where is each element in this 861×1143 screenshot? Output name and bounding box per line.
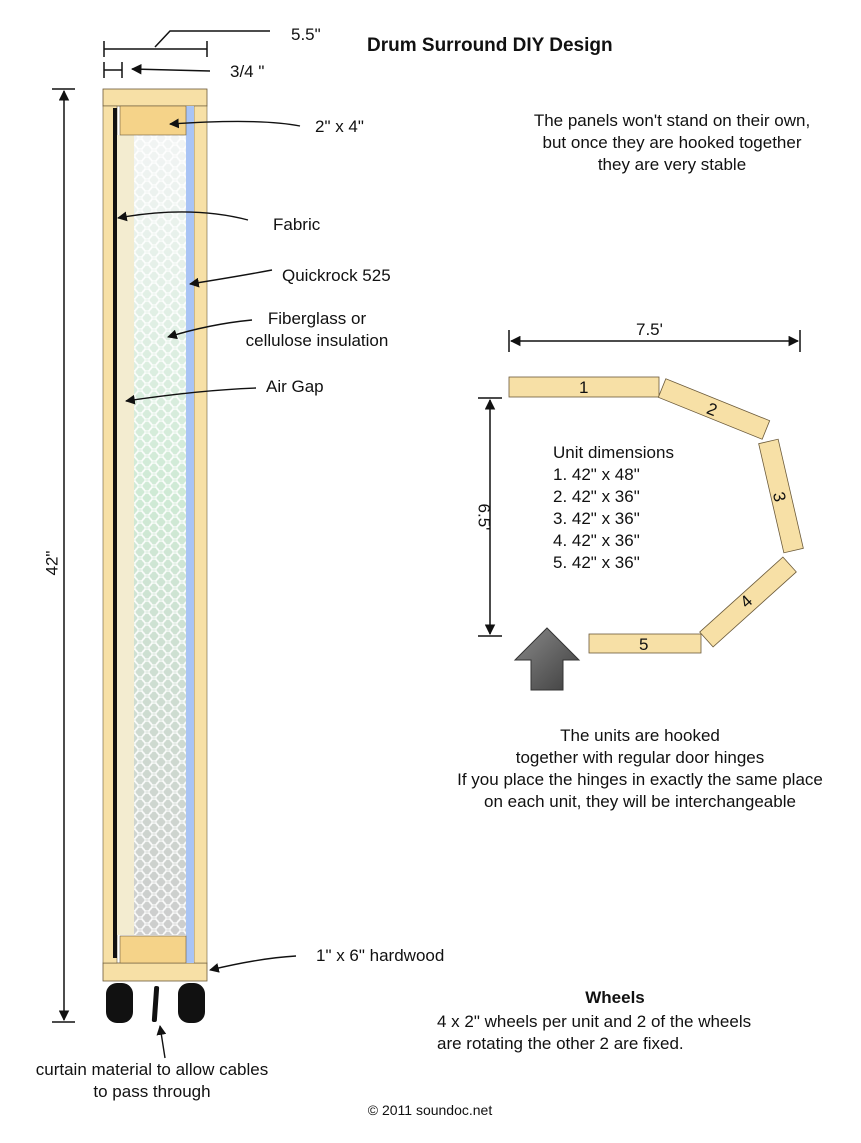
layout-width-label: 7.5'	[636, 320, 663, 339]
fabric-label: Fabric	[273, 215, 321, 234]
quickrock-layer	[186, 106, 194, 963]
hinges-note: The units are hooked together with regul…	[457, 726, 823, 811]
height-dimension	[52, 88, 75, 1023]
panel-number-5: 5	[639, 635, 649, 654]
wheel-left	[106, 983, 133, 1023]
unit-dimension-item: 1. 42" x 48"	[553, 465, 640, 484]
panel-number-1: 1	[579, 378, 589, 397]
fabric-leader	[117, 211, 249, 222]
bottom-stud	[119, 935, 187, 964]
air-gap-leader	[125, 387, 257, 405]
insulation-texture	[134, 135, 186, 935]
bottom-hardwood-board	[102, 962, 208, 982]
curtain-leader	[156, 1025, 167, 1059]
stud-leader	[169, 118, 301, 129]
hardwood-label: 1" x 6" hardwood	[316, 946, 445, 965]
unit-dimensions-heading: Unit dimensions	[553, 443, 674, 462]
unit-dimension-item: 3. 42" x 36"	[553, 509, 640, 528]
layout-panel-2	[657, 378, 771, 440]
fabric-layer	[113, 108, 117, 958]
top-board	[102, 88, 208, 107]
insulation-label: Fiberglass or cellulose insulation	[245, 309, 389, 350]
wheels-note: 4 x 2" wheels per unit and 2 of the whee…	[437, 1012, 752, 1053]
layout-panel-4	[699, 556, 797, 648]
layout-panel-1	[508, 376, 660, 398]
right-side-board	[193, 105, 208, 964]
wheel-right	[178, 983, 205, 1023]
quickrock-leader	[189, 269, 273, 288]
panel-cross-section	[102, 88, 208, 1023]
board-thickness-dimension	[103, 62, 211, 78]
layout-width-dimension	[508, 330, 801, 352]
stud-label: 2" x 4"	[315, 117, 364, 136]
top-stud	[119, 105, 187, 136]
panel-height-label: 42"	[42, 550, 62, 576]
air-gap-space	[117, 135, 134, 935]
board-thickness-label: 3/4 "	[230, 62, 265, 81]
layout-panel-5	[588, 633, 702, 654]
unit-dimension-item: 2. 42" x 36"	[553, 487, 640, 506]
insulation-leader	[167, 319, 253, 340]
stability-note: The panels won't stand on their own, but…	[533, 111, 811, 174]
unit-dimensions: Unit dimensions 1. 42" x 48" 2. 42" x 36…	[553, 442, 674, 574]
layout-depth-dimension	[478, 397, 502, 637]
copyright: © 2011 soundoc.net	[367, 1102, 493, 1118]
curtain-label: curtain material to allow cables to pass…	[35, 1060, 269, 1101]
wheels-heading: Wheels	[585, 988, 645, 1007]
air-gap-label: Air Gap	[266, 377, 324, 396]
unit-dimension-item: 5. 42" x 36"	[553, 553, 640, 572]
entry-arrow-icon	[513, 627, 581, 691]
hardwood-leader	[209, 955, 297, 973]
panel-depth-label: 5.5"	[291, 25, 321, 44]
layout-depth-label: 6.5'	[474, 503, 494, 531]
unit-dimension-item: 4. 42" x 36"	[553, 531, 640, 550]
layout-panel-3	[758, 438, 804, 554]
curtain-strip	[151, 986, 160, 1023]
diagram-title: Drum Surround DIY Design	[367, 35, 613, 56]
quickrock-label: Quickrock 525	[282, 266, 391, 285]
panel-layout	[508, 376, 804, 654]
width-dimension	[103, 30, 270, 57]
